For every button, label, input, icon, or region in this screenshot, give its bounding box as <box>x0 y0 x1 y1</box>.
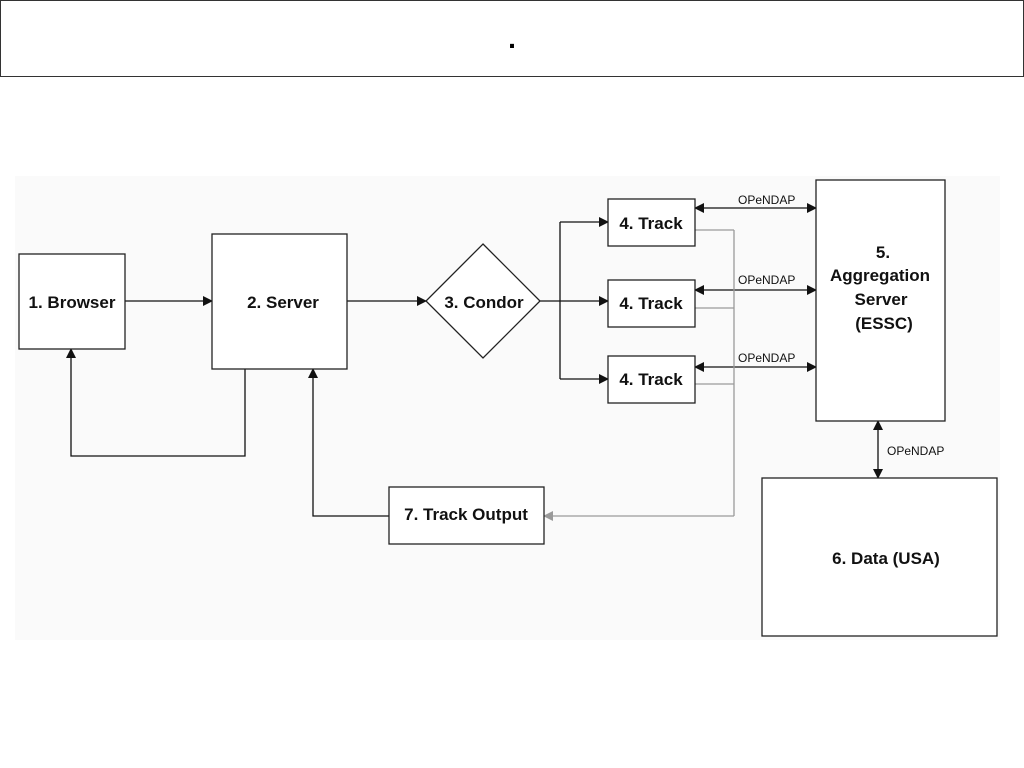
node-track-1: 4. Track <box>607 198 696 247</box>
node-browser-box <box>18 253 126 350</box>
opendap-label-track-1: OPeNDAP <box>738 193 795 207</box>
title-bar: . <box>0 0 1024 77</box>
opendap-label-data: OPeNDAP <box>887 444 944 458</box>
node-browser: 1. Browser <box>18 253 126 350</box>
node-track-output: 7. Track Output <box>388 486 545 545</box>
node-aggregation-line-1: 5. <box>876 243 890 262</box>
node-data-label: 6. Data (USA) <box>832 549 940 568</box>
node-aggregation-server-box <box>815 179 946 422</box>
edge-server-browser <box>66 348 246 457</box>
node-track-1-label: 4. Track <box>619 214 683 233</box>
node-aggregation-line-2: Aggregation <box>830 266 930 285</box>
node-track-output-label: 7. Track Output <box>404 505 528 524</box>
node-aggregation-server: 5. Aggregation Server (ESSC) <box>815 179 946 422</box>
node-condor: 3. Condor <box>425 243 541 359</box>
node-condor-label: 3. Condor <box>444 293 524 312</box>
node-track-1-box <box>607 198 696 247</box>
node-track-3: 4. Track <box>607 355 696 404</box>
node-data-box <box>761 477 998 637</box>
node-data: 6. Data (USA) <box>761 477 998 637</box>
node-aggregation-line-4: (ESSC) <box>855 314 913 333</box>
node-track-2-label: 4. Track <box>619 294 683 313</box>
output-connectors <box>543 229 735 521</box>
edge-output-server <box>308 368 389 517</box>
node-server: 2. Server <box>211 233 348 370</box>
node-condor-diamond <box>425 243 541 359</box>
page-title: . <box>508 23 516 54</box>
node-track-output-box <box>388 486 545 545</box>
node-aggregation-line-3: Server <box>855 290 908 309</box>
node-track-2: 4. Track <box>607 279 696 328</box>
node-browser-label: 1. Browser <box>29 293 116 312</box>
opendap-label-track-2: OPeNDAP <box>738 273 795 287</box>
node-server-box <box>211 233 348 370</box>
node-track-2-box <box>607 279 696 328</box>
opendap-label-track-3: OPeNDAP <box>738 351 795 365</box>
connectors <box>66 203 883 517</box>
node-server-label: 2. Server <box>247 293 319 312</box>
node-track-3-label: 4. Track <box>619 370 683 389</box>
node-track-3-box <box>607 355 696 404</box>
